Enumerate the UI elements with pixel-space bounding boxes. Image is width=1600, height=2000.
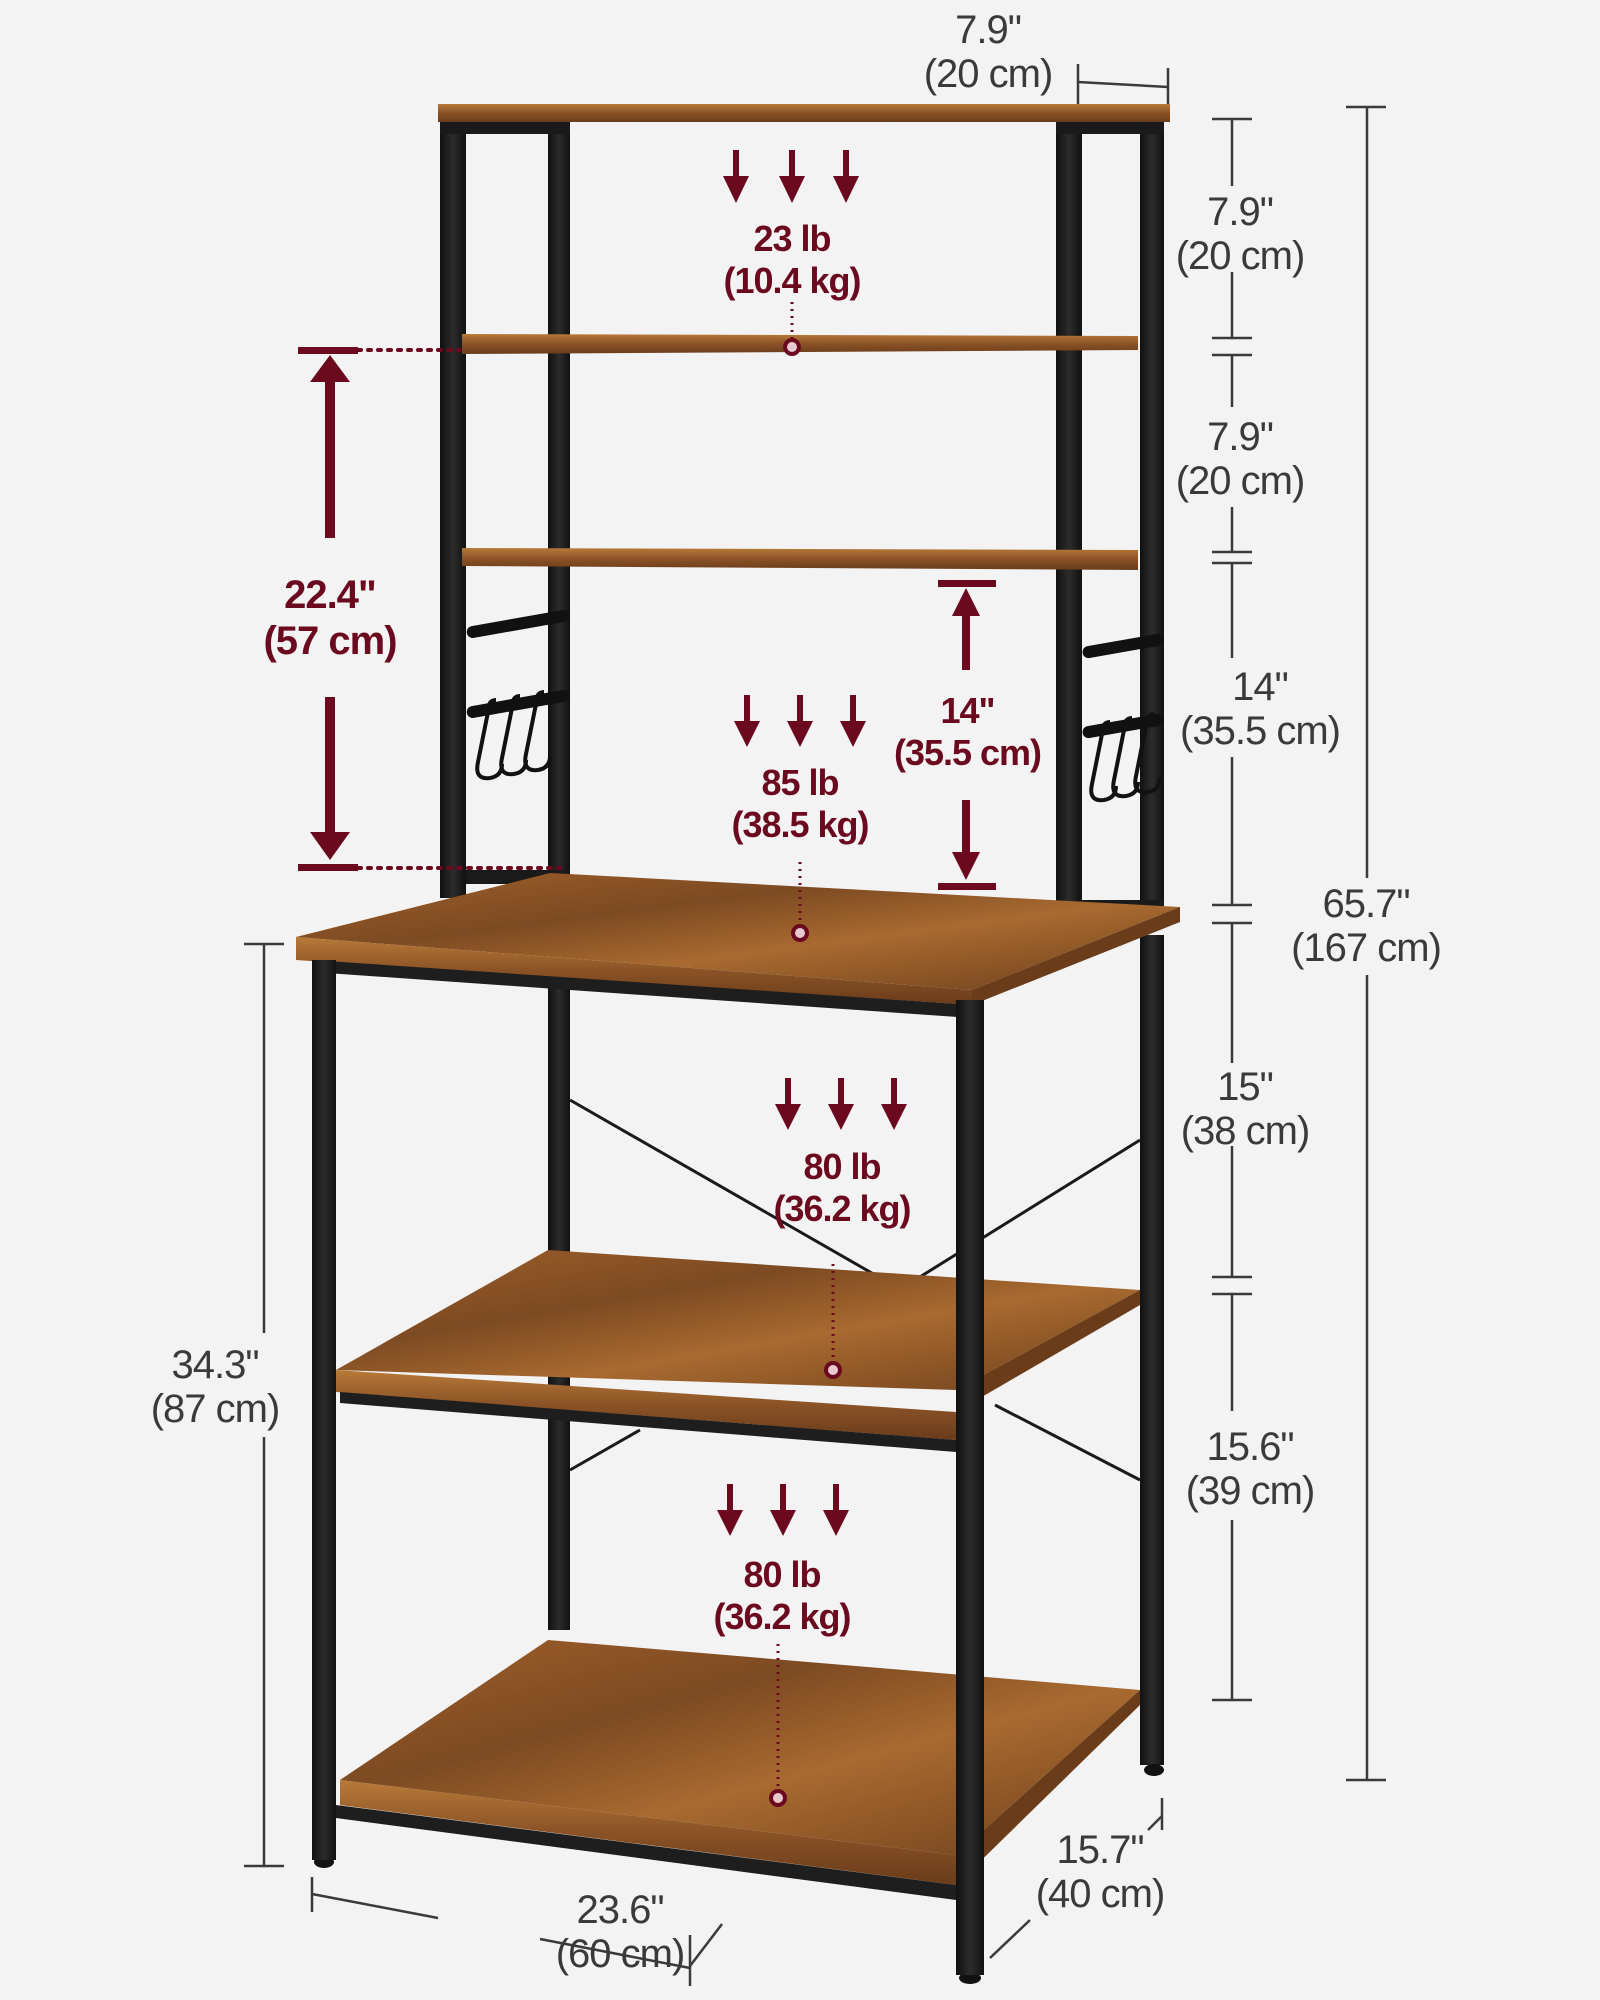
dim-gap-lower-1: 15" (38 cm) xyxy=(1170,1065,1320,1153)
dim-top-depth: 7.9" (20 cm) xyxy=(908,8,1068,96)
dim-total-height: 65.7" (167 cm) xyxy=(1276,882,1456,970)
up-arrow-icon xyxy=(952,588,980,616)
down-arrow-icon xyxy=(952,852,980,880)
dim-gap-lower-1-cm: (38 cm) xyxy=(1180,1109,1311,1153)
upper-shelf-2 xyxy=(462,548,1138,570)
dim-depth: 15.7" (40 cm) xyxy=(1020,1828,1180,1916)
counter-shelf xyxy=(296,873,1180,1018)
top-shelf xyxy=(438,104,1170,122)
load-bottom-shelf-lb: 80 lb xyxy=(743,1554,821,1595)
load-bottom-shelf-kg: (36.2 kg) xyxy=(713,1596,851,1637)
dim-gap-top-1-cm: (20 cm) xyxy=(1175,234,1306,278)
dimension-lines xyxy=(244,64,1386,1986)
down-arrow-icon xyxy=(717,1484,849,1536)
load-middle-shelf-lb: 80 lb xyxy=(803,1146,881,1187)
down-arrow-icon xyxy=(775,1078,907,1130)
hutch-clear-height-marker xyxy=(298,347,562,871)
load-top-shelf-kg: (10.4 kg) xyxy=(723,260,861,301)
dim-width: 23.6" (60 cm) xyxy=(545,1888,695,1976)
dim-gap-lower-2: 15.6" (39 cm) xyxy=(1170,1425,1330,1513)
dim-gap-top-2: 7.9" (20 cm) xyxy=(1165,415,1315,503)
dim-total-height-in: 65.7" xyxy=(1322,882,1410,926)
dim-width-in: 23.6" xyxy=(576,1888,664,1932)
load-bottom-shelf: 80 lb (36.2 kg) xyxy=(682,1554,882,1638)
down-arrow-icon xyxy=(723,150,859,203)
dim-counter-height: 34.3" (87 cm) xyxy=(135,1343,295,1431)
front-left-post xyxy=(312,960,336,1860)
load-top-shelf: 23 lb (10.4 kg) xyxy=(692,218,892,302)
down-arrow-icon xyxy=(310,832,350,860)
load-middle-shelf: 80 lb (36.2 kg) xyxy=(742,1146,942,1230)
bottom-shelf xyxy=(336,1640,1140,1900)
front-right-post xyxy=(956,1000,984,1975)
dim-width-cm: (60 cm) xyxy=(555,1932,686,1976)
dim-hutch-clear-height: 22.4" (57 cm) xyxy=(230,572,430,664)
dim-gap-hutch-in: 14" xyxy=(1232,665,1289,709)
dim-hutch-clear-height-cm: (57 cm) xyxy=(263,619,397,663)
load-markers xyxy=(717,150,907,1807)
dim-depth-cm: (40 cm) xyxy=(1035,1872,1166,1916)
dim-hutch-inner-gap-in: 14" xyxy=(940,690,995,731)
dim-gap-top-2-in: 7.9" xyxy=(1207,415,1274,459)
dim-gap-lower-2-in: 15.6" xyxy=(1206,1425,1294,1469)
up-arrow-icon xyxy=(310,355,350,382)
down-arrow-icon xyxy=(840,695,866,747)
dim-gap-hutch-cm: (35.5 cm) xyxy=(1180,709,1341,753)
down-arrow-icon xyxy=(734,695,760,747)
load-counter-lb: 85 lb xyxy=(761,762,839,803)
dim-top-depth-cm: (20 cm) xyxy=(923,52,1054,96)
dim-gap-top-1: 7.9" (20 cm) xyxy=(1165,190,1315,278)
dim-counter-height-cm: (87 cm) xyxy=(150,1387,281,1431)
dim-top-depth-in: 7.9" xyxy=(955,8,1022,52)
down-arrow-icon xyxy=(787,695,813,747)
dim-depth-in: 15.7" xyxy=(1056,1828,1144,1872)
load-top-shelf-lb: 23 lb xyxy=(753,218,831,259)
dim-gap-hutch: 14" (35.5 cm) xyxy=(1165,665,1355,753)
dim-gap-lower-2-cm: (39 cm) xyxy=(1185,1469,1316,1513)
load-middle-shelf-kg: (36.2 kg) xyxy=(773,1188,911,1229)
load-counter-kg: (38.5 kg) xyxy=(731,804,869,845)
dim-hutch-inner-gap: 14" (35.5 cm) xyxy=(880,690,1055,774)
dim-gap-top-2-cm: (20 cm) xyxy=(1175,459,1306,503)
dim-gap-lower-1-in: 15" xyxy=(1217,1065,1274,1109)
hutch-inner-gap-marker xyxy=(938,580,996,890)
middle-shelf xyxy=(336,1250,1140,1452)
s-hook-icon xyxy=(475,690,1162,803)
dim-counter-height-in: 34.3" xyxy=(171,1343,259,1387)
dim-hutch-inner-gap-cm: (35.5 cm) xyxy=(893,732,1042,773)
load-counter: 85 lb (38.5 kg) xyxy=(700,762,900,846)
dim-hutch-clear-height-in: 22.4" xyxy=(284,573,377,617)
dim-gap-top-1-in: 7.9" xyxy=(1207,190,1274,234)
dim-total-height-cm: (167 cm) xyxy=(1291,926,1442,970)
